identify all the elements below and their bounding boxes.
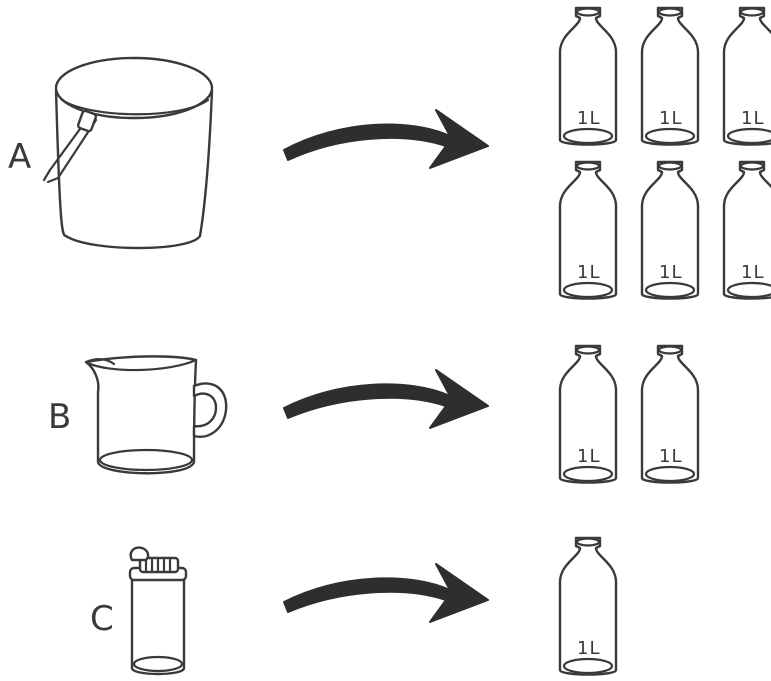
- bottle-label: 1L: [741, 262, 764, 283]
- water-bottle-icon: [128, 546, 188, 676]
- bottle-label: 1L: [659, 108, 682, 129]
- bottle-icon: 1L: [640, 344, 700, 484]
- bottle-label: 1L: [577, 446, 600, 467]
- measuring-jug-icon: [84, 355, 228, 475]
- bucket-icon: [42, 56, 214, 250]
- bottle-icon: 1L: [722, 6, 771, 146]
- bottle-icon: 1L: [558, 6, 618, 146]
- bottle-icon: 1L: [640, 160, 700, 300]
- bottle-label: 1L: [577, 262, 600, 283]
- row-b: B 1L 1L: [48, 344, 700, 484]
- bottles-b: 1L 1L: [558, 344, 700, 484]
- bottles-a: 1L 1L 1L 1L 1L 1L: [558, 6, 771, 300]
- arrow-c: [283, 563, 489, 623]
- bottle-icon: 1L: [558, 344, 618, 484]
- bottle-label: 1L: [741, 108, 764, 129]
- row-label-c: C: [90, 599, 114, 639]
- bottles-c: 1L: [558, 536, 618, 676]
- bottle-icon: 1L: [558, 536, 618, 676]
- arrow-b: [283, 369, 489, 429]
- bottle-label: 1L: [659, 446, 682, 467]
- bottle-label: 1L: [577, 638, 600, 659]
- row-label-a: A: [8, 137, 31, 177]
- bottle-icon: 1L: [722, 160, 771, 300]
- row-a: A 1L 1L 1L: [8, 6, 771, 300]
- row-c: C 1L: [90, 536, 618, 676]
- row-label-b: B: [48, 397, 71, 437]
- bottle-icon: 1L: [558, 160, 618, 300]
- arrow-a: [283, 109, 489, 169]
- bottle-icon: 1L: [640, 6, 700, 146]
- bottle-label: 1L: [659, 262, 682, 283]
- bottle-label: 1L: [577, 108, 600, 129]
